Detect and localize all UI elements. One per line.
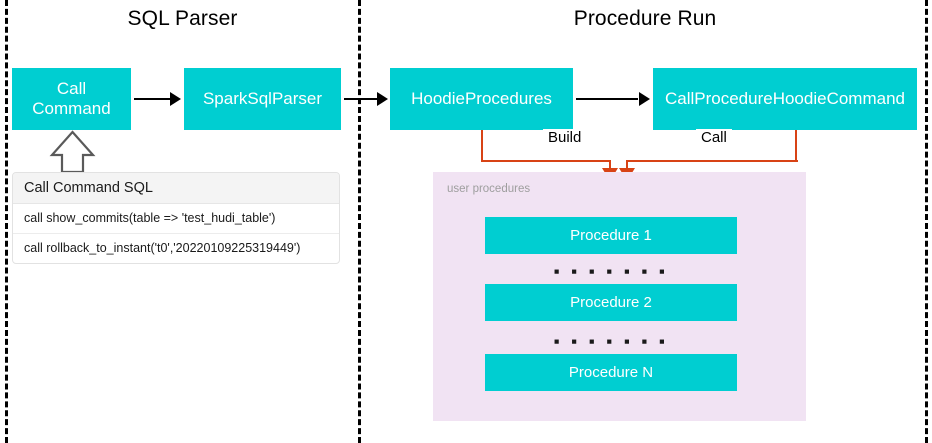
sql-row[interactable]: call show_commits(table => 'test_hudi_ta… — [13, 204, 339, 234]
procedure-ellipsis-2: ▪ ▪ ▪ ▪ ▪ ▪ ▪ — [553, 332, 669, 351]
call-connector-vertical-left — [626, 160, 628, 172]
procedure-ellipsis-1: ▪ ▪ ▪ ▪ ▪ ▪ ▪ — [553, 262, 669, 281]
node-call-command[interactable]: Call Command — [12, 68, 131, 130]
arrow-spark-sql-parser-to-hoodie-procedures — [344, 98, 378, 100]
arrow-call-command-to-spark-sql-parser — [134, 98, 171, 100]
sql-card-header: Call Command SQL — [13, 173, 339, 204]
edge-label-build: Build — [543, 129, 587, 146]
section-title-sql-parser: SQL Parser — [127, 7, 238, 30]
call-connector-horizontal — [626, 160, 798, 162]
node-hoodie-procedures[interactable]: HoodieProcedures — [390, 68, 573, 130]
divider-middle — [358, 0, 361, 443]
call-connector-vertical-right — [795, 130, 797, 162]
procedure-item-n[interactable]: Procedure N — [485, 354, 737, 391]
procedure-item-1[interactable]: Procedure 1 — [485, 217, 737, 254]
procedure-item-2[interactable]: Procedure 2 — [485, 284, 737, 321]
arrow-head-icon — [377, 92, 388, 106]
build-connector-vertical-left — [481, 130, 483, 162]
call-command-sql-card: Call Command SQL call show_commits(table… — [12, 172, 340, 264]
node-call-procedure-hoodie-command[interactable]: CallProcedureHoodieCommand — [653, 68, 917, 130]
arrow-hoodie-procedures-to-call-procedure-hoodie-command — [576, 98, 638, 100]
divider-left — [5, 0, 8, 443]
build-connector-vertical-right — [609, 160, 611, 172]
arrow-head-icon — [639, 92, 650, 106]
divider-right — [925, 0, 928, 443]
section-title-procedure-run: Procedure Run — [573, 7, 717, 30]
edge-label-call: Call — [696, 129, 732, 146]
build-connector-horizontal — [481, 160, 611, 162]
node-spark-sql-parser[interactable]: SparkSqlParser — [184, 68, 341, 130]
arrow-head-icon — [170, 92, 181, 106]
user-procedures-label: user procedures — [447, 183, 531, 195]
sql-row[interactable]: call rollback_to_instant('t0','202201092… — [24, 241, 301, 255]
user-procedures-panel: user procedures Procedure 1 ▪ ▪ ▪ ▪ ▪ ▪ … — [433, 172, 806, 421]
